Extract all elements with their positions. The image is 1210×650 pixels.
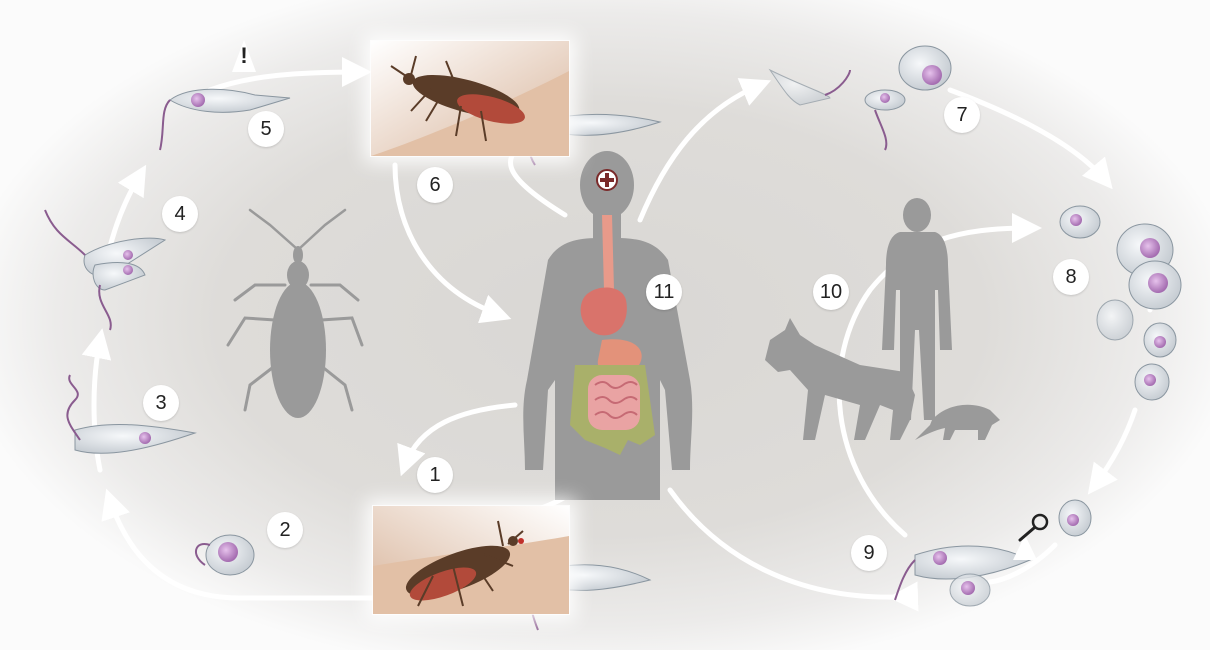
step-badge-2: 2 <box>267 512 303 548</box>
bug-feeding-panel-bottom <box>372 505 570 615</box>
step-badge-3: 3 <box>143 385 179 421</box>
parasite-stage-8-amastigotes <box>1059 206 1181 536</box>
arrow-8-to-9 <box>1095 410 1135 485</box>
parasite-stage-3 <box>67 375 195 453</box>
bug-feeding-panel-top <box>370 40 570 157</box>
step-badge-11: 11 <box>646 274 682 310</box>
parasite-stage-7 <box>770 46 951 150</box>
step-badge-8: 8 <box>1053 259 1089 295</box>
step-badge-4: 4 <box>162 196 198 232</box>
arrow-11-to-1 <box>405 405 515 465</box>
bug-feeding-illustration-bottom <box>373 506 569 614</box>
step-badge-5: 5 <box>248 111 284 147</box>
parasite-stage-4 <box>45 210 165 330</box>
step-badge-9: 9 <box>851 535 887 571</box>
bug-feeding-illustration-top <box>371 41 569 156</box>
magnifier-icon <box>1013 515 1047 560</box>
step-badge-7: 7 <box>944 97 980 133</box>
parasite-stage-2 <box>196 535 254 575</box>
step-badge-10: 10 <box>813 274 849 310</box>
arrow-11-to-7 <box>640 85 760 220</box>
medical-cross-icon <box>597 170 617 190</box>
arrow-5-to-6 <box>210 72 360 90</box>
step-badge-1: 1 <box>417 457 453 493</box>
exclamation-mark: ! <box>229 40 259 70</box>
step-badge-6: 6 <box>417 167 453 203</box>
triatomine-bug-silhouette <box>228 210 362 418</box>
